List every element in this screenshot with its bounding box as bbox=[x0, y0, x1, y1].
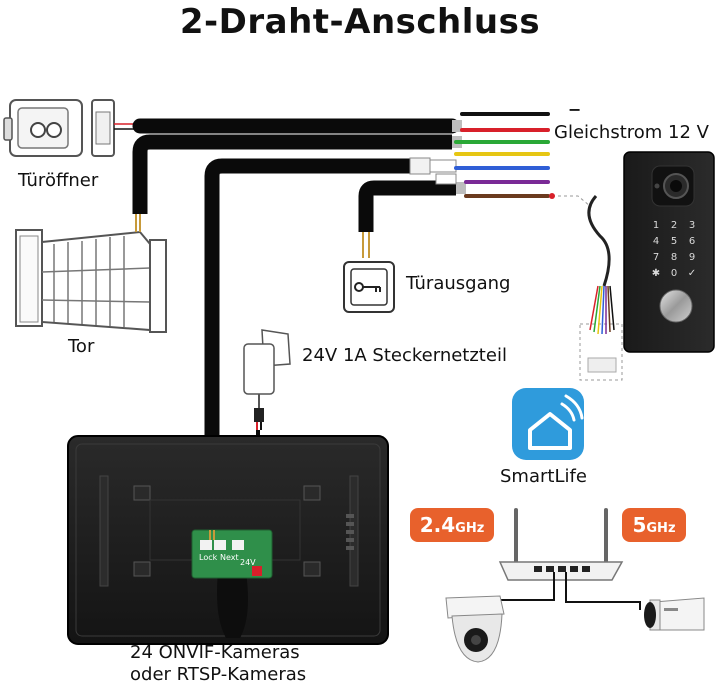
cameras-label-line1: 24 ONVIF-Kameras bbox=[130, 642, 300, 663]
keypad-key: 8 bbox=[671, 252, 677, 263]
keypad-key: 2 bbox=[671, 220, 677, 231]
bullet-camera-icon bbox=[644, 597, 705, 631]
keypad-key: 9 bbox=[689, 252, 695, 263]
keypad-key: 1 bbox=[653, 220, 659, 231]
wifi-band-value: 5 bbox=[632, 513, 647, 537]
wifi-band-badge-2-4ghz: 2.4GHz bbox=[410, 508, 494, 542]
keypad-key: 3 bbox=[689, 220, 695, 231]
wire-harness bbox=[579, 285, 623, 381]
wire-connector bbox=[409, 157, 457, 185]
gate-label: Tor bbox=[68, 336, 95, 357]
cable-door-exit bbox=[358, 180, 456, 258]
minus-sign-label: − bbox=[568, 100, 582, 119]
door-lock-icon bbox=[3, 99, 138, 157]
doorbell-keypad: 1 2 3 4 5 6 7 8 9 ✱ 0 ✓ bbox=[652, 220, 696, 279]
keypad-key: 4 bbox=[653, 236, 659, 247]
keypad-key: 5 bbox=[671, 236, 677, 247]
outdoor-doorbell-station bbox=[587, 151, 715, 353]
wifi-router-icon bbox=[489, 508, 641, 612]
board-24v-label: 24V bbox=[240, 558, 256, 567]
board-lock-label: Lock bbox=[199, 553, 218, 562]
board-next-label: Next bbox=[220, 553, 239, 562]
door-exit-button-icon bbox=[343, 261, 395, 313]
keypad-key: 7 bbox=[653, 252, 659, 263]
cameras-label-line2: oder RTSP-Kameras bbox=[130, 664, 307, 685]
dome-camera-icon bbox=[445, 595, 505, 663]
cable-gate bbox=[132, 134, 452, 214]
keypad-key: ✓ bbox=[688, 268, 696, 279]
wifi-band-badge-5ghz: 5GHz bbox=[622, 508, 686, 542]
door-opener-label: Türöffner bbox=[18, 170, 99, 191]
keypad-key: 6 bbox=[689, 236, 695, 247]
gate-icon bbox=[15, 212, 167, 333]
colored-wires bbox=[454, 112, 550, 198]
page-title: 2-Draht-Anschluss bbox=[179, 2, 541, 42]
power-adapter-label: 24V 1A Steckernetzteil bbox=[302, 345, 507, 366]
smartlife-label: SmartLife bbox=[500, 466, 587, 487]
smartlife-app-icon bbox=[512, 388, 584, 460]
wifi-band-unit: GHz bbox=[646, 521, 676, 536]
keypad-key: 0 bbox=[671, 268, 677, 279]
wifi-band-unit: GHz bbox=[455, 521, 485, 536]
connection-board bbox=[191, 529, 273, 579]
keypad-key: ✱ bbox=[652, 268, 660, 279]
wifi-band-value: 2.4 bbox=[419, 513, 456, 537]
cable-monitor bbox=[204, 158, 410, 530]
door-exit-label: Türausgang bbox=[406, 273, 511, 294]
dc-supply-label: Gleichstrom 12 V bbox=[554, 122, 709, 143]
